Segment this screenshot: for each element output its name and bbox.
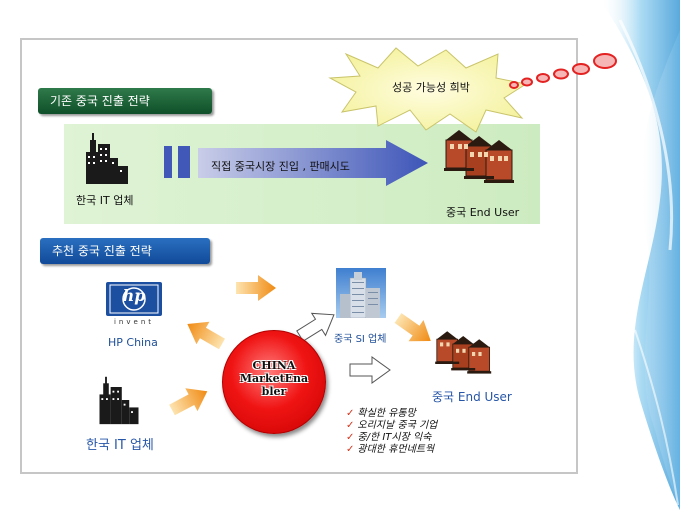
korea-building-icon (86, 133, 128, 184)
hub-line-3: bler (261, 385, 287, 398)
hub-line-1: CHINA (252, 359, 296, 372)
china-si-label: 중국 SI 업체 (334, 334, 387, 345)
arrow-korea-to-hub (169, 388, 208, 416)
recommended-strategy-tag: 추천 중국 진출 전략 (40, 238, 210, 264)
arrow-hub-to-si (296, 312, 335, 342)
hp-logo (106, 282, 162, 316)
direct-entry-arrow (164, 140, 428, 186)
hp-logo-mark: hp (122, 286, 146, 305)
benefit-item: ✓광대한 휴먼네트웍 (346, 444, 435, 455)
benefit-item: ✓중/한 IT시장 익숙 (346, 432, 432, 443)
check-icon: ✓ (346, 444, 355, 455)
callout-burst (328, 47, 528, 133)
hp-china-label: HP China (108, 336, 158, 349)
arrow-to-si (236, 275, 276, 301)
arrow-hub-to-end-user (349, 356, 391, 384)
korea-it-label: 한국 IT 업체 (86, 438, 154, 453)
china-market-enabler-hub: CHINA MarketEna bler (222, 330, 326, 434)
benefit-item: ✓오리지날 중국 기업 (346, 420, 438, 431)
check-icon: ✓ (346, 432, 355, 443)
decorative-swirl (600, 0, 680, 510)
china-end-user-icon-lower (435, 331, 492, 374)
arrow-hub-to-hp (187, 321, 225, 350)
flow-arrows (169, 275, 431, 416)
check-icon: ✓ (346, 408, 355, 419)
callout-text: 성공 가능성 희박 (392, 81, 470, 94)
benefit-item: ✓확실한 유통망 (346, 408, 416, 419)
direct-entry-text: 직접 중국시장 진입 , 판매시도 (211, 160, 350, 173)
hp-logo-sub: invent (113, 318, 154, 326)
callout-bubbles (509, 53, 617, 89)
china-si-building-icon (336, 268, 386, 318)
check-icon: ✓ (346, 420, 355, 431)
existing-strategy-tag: 기존 중국 진출 전략 (38, 88, 212, 114)
china-end-user-label: 중국 End User (432, 390, 512, 404)
korea-building-icon-lower (99, 376, 139, 425)
benefit-list: ✓확실한 유통망 ✓오리지날 중국 기업 ✓중/한 IT시장 익숙 ✓광대한 휴… (346, 408, 437, 456)
arrow-si-to-end-user (394, 313, 431, 342)
existing-target-label: 중국 End User (446, 206, 520, 219)
hub-line-2: MarketEna (239, 372, 309, 385)
china-end-user-icon (444, 130, 514, 183)
existing-source-label: 한국 IT 업체 (76, 194, 134, 207)
